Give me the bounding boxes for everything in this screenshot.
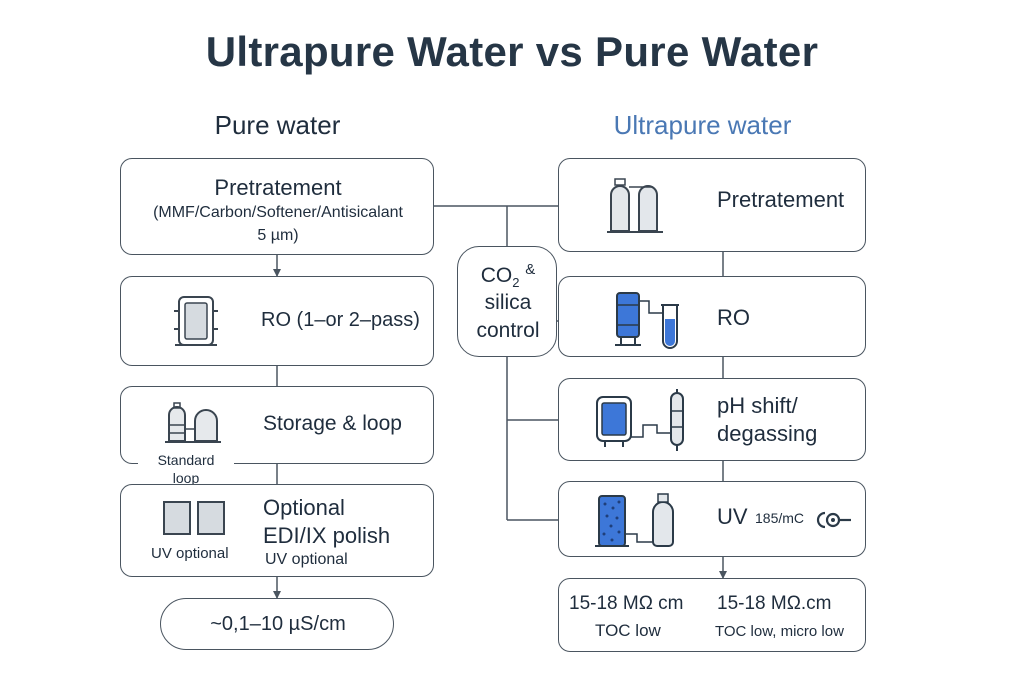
right-pretreatment-box: Pretratement (558, 158, 866, 252)
left-polish-label-line1: Optional (263, 495, 345, 520)
right-result-left-line1: 15-18 MΩ cm (569, 593, 684, 614)
left-pretreatment-title: Pretratement (214, 175, 342, 200)
control-line2: silica (484, 291, 532, 314)
right-degas-box: pH shift/ degassing (558, 378, 866, 461)
ro-membrane-icon (174, 296, 218, 346)
storage-tanks-icon (165, 402, 221, 443)
left-polish-label-line2: EDI/IX polish (263, 523, 391, 548)
right-uv-box: UV 185/mC (558, 481, 866, 557)
right-degas-label-line2: degassing (717, 421, 818, 446)
edi-cells-icon (163, 501, 225, 535)
left-pretreatment-detail: (MMF/Carbon/Softener/Antisicalant (153, 204, 403, 221)
left-result-pill: ~0,1–10 µS/cm (160, 598, 394, 650)
pressure-vessels-icon (607, 178, 663, 233)
right-result-left-line2: TOC low (595, 621, 661, 640)
right-result-box: 15-18 MΩ cm TOC low 15-18 MΩ.cm TOC low,… (558, 578, 866, 652)
left-polish-icon-caption: UV optional (151, 545, 229, 562)
control-line3: control (476, 319, 540, 342)
right-ro-label: RO (717, 305, 750, 330)
right-result-right-line2: TOC low, micro low (715, 623, 844, 640)
right-uv-label: UV (717, 504, 748, 529)
left-pretreatment-size: 5 µm) (257, 227, 299, 244)
degasser-icon (596, 389, 684, 451)
left-pretreatment-box: Pretratement (MMF/Carbon/Softener/Antisi… (120, 158, 434, 255)
ultrapure-water-heading: Ultrapure water (613, 110, 792, 140)
left-ro-box: RO (1–or 2–pass) (120, 276, 434, 366)
right-degas-label-line1: pH shift/ (717, 393, 798, 418)
right-uv-suffix: 185/mC (755, 510, 805, 526)
uv-lamp-icon (816, 511, 851, 529)
co2-silica-control-box: CO2 & silica control (457, 246, 557, 357)
left-ro-label: RO (1–or 2–pass) (261, 309, 420, 331)
left-polish-box: UV optional Optional EDI/IX polish UV op… (120, 484, 434, 577)
uv-reactor-icon (595, 493, 674, 547)
standard-loop-tag: Standard loop (138, 448, 234, 490)
page-title: Ultrapure Water vs Pure Water (205, 28, 819, 75)
standard-loop-line2: loop (172, 470, 200, 486)
right-result-right-line1: 15-18 MΩ.cm (717, 593, 832, 614)
left-storage-label: Storage & loop (263, 412, 402, 435)
left-result-value: ~0,1–10 µS/cm (210, 613, 346, 635)
left-polish-sub: UV optional (265, 551, 348, 568)
right-ro-box: RO (558, 276, 866, 357)
ro-skid-icon (615, 292, 679, 349)
control-line1: CO2 & (480, 261, 536, 291)
standard-loop-line1: Standard (157, 452, 215, 468)
right-pretreatment-label: Pretratement (717, 187, 845, 212)
pure-water-heading: Pure water (214, 110, 341, 140)
